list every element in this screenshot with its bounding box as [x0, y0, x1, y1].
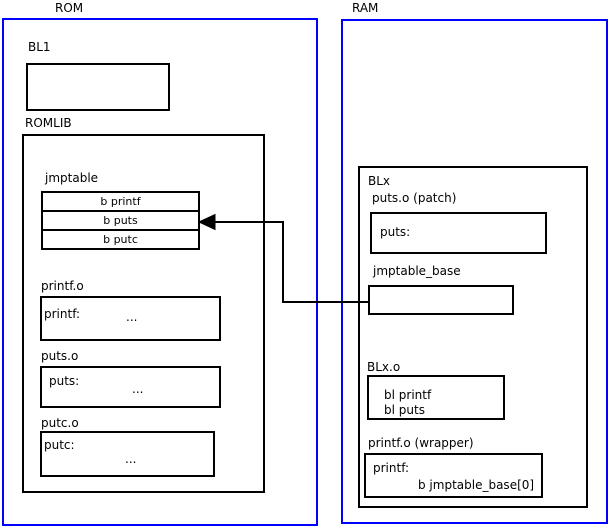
- blx-o-line-2: bl puts: [384, 403, 425, 417]
- blx-label: BLx: [368, 174, 391, 188]
- jmptable-entry-printf: b printf: [41, 191, 200, 212]
- printf-wrapper-label: printf.o (wrapper): [368, 436, 474, 450]
- jmptable-base-label: jmptable_base: [373, 264, 461, 278]
- puts-patch-symbol: puts:: [380, 225, 411, 239]
- rom-title: ROM: [55, 1, 84, 15]
- printf-o-box: printf: ...: [40, 296, 221, 341]
- blx-o-label: BLx.o: [367, 360, 401, 374]
- blx-o-line-1: bl printf: [384, 388, 432, 402]
- puts-symbol: puts:: [49, 374, 80, 388]
- blx-box: [358, 166, 588, 508]
- jmptable-rows: b printf b puts b putc: [41, 191, 200, 250]
- puts-patch-box: puts:: [370, 212, 547, 254]
- bl1-label: BL1: [28, 40, 51, 54]
- romlib-label: ROMLIB: [25, 116, 72, 130]
- blx-o-box: bl printf bl puts: [367, 375, 505, 420]
- ram-title: RAM: [352, 1, 379, 15]
- jmptable-label: jmptable: [45, 171, 99, 185]
- putc-o-label: putc.o: [41, 416, 79, 430]
- jmptable-entry-putc: b putc: [41, 229, 200, 250]
- jmptable-entry-puts: b puts: [41, 210, 200, 231]
- putc-o-box: putc: ...: [40, 431, 215, 477]
- jmptable-base-box: [368, 285, 514, 315]
- printf-symbol: printf:: [44, 307, 81, 321]
- puts-o-label: puts.o: [41, 349, 79, 363]
- printf-ellipsis: ...: [126, 310, 138, 324]
- printf-wrapper-symbol: printf:: [373, 461, 410, 475]
- puts-o-box: puts: ...: [40, 366, 221, 408]
- romlib-box: [22, 134, 265, 493]
- puts-patch-label: puts.o (patch): [372, 191, 457, 205]
- printf-wrapper-instruction: b jmptable_base[0]: [418, 478, 535, 492]
- printf-wrapper-box: printf: b jmptable_base[0]: [364, 453, 543, 498]
- putc-symbol: putc:: [44, 438, 75, 452]
- printf-o-label: printf.o: [41, 279, 84, 293]
- putc-ellipsis: ...: [125, 452, 137, 466]
- bl1-box: [26, 63, 170, 111]
- puts-ellipsis: ...: [132, 382, 144, 396]
